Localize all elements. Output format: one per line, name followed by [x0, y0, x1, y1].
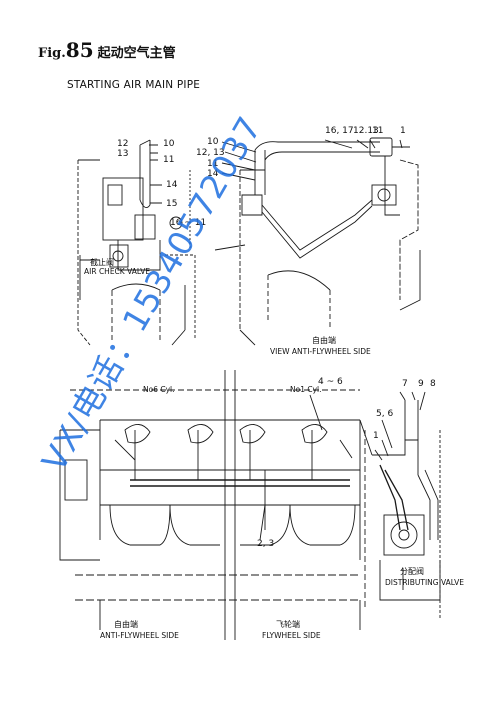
air-check-valve-en: AIR CHECK VALVE [84, 267, 151, 276]
valve-body [102, 177, 144, 241]
callout-15: 15 [166, 199, 178, 209]
figure-prefix: Fig. [38, 46, 66, 61]
view-caption-zh: 自由端 [312, 336, 336, 345]
anti-flywheel-en: ANTI-FLYWHEEL SIDE [100, 631, 179, 640]
callout-circle [169, 216, 183, 230]
view-caption-en: VIEW ANTI-FLYWHEEL SIDE [270, 347, 371, 356]
callout-11-top: 11 [372, 126, 384, 136]
callout-10: 10 [163, 139, 175, 149]
distributing-valve-en: DISTRIBUTING VALVE [385, 578, 464, 587]
callout-10-right: 10 [207, 137, 219, 147]
bottom-right-view [359, 391, 441, 620]
callout-12: 12 [117, 139, 129, 149]
flywheel-zh: 飞轮端 [276, 620, 300, 629]
callout-16-17: 16, 17 [325, 126, 354, 136]
figure-title-zh: 起动空气主管 [97, 46, 176, 61]
air-check-valve-zh: 截止阀 [90, 258, 114, 267]
top-left-view [77, 139, 196, 346]
callout-2-3: 2, 3 [257, 539, 275, 549]
callout-14-right: 14 [207, 169, 219, 179]
callout-1-top: 1 [400, 126, 406, 136]
flywheel-en: FLYWHEEL SIDE [262, 631, 321, 640]
no6-cyl-label: No6 Cyl. [143, 385, 175, 394]
figure-number: 85 [65, 38, 94, 62]
callout-16-11: 16 ~ 11 [170, 218, 207, 228]
callout-12-13-right: 12, 13 [196, 148, 225, 158]
distributing-valve-body [383, 514, 425, 556]
callout-9: 9 [418, 379, 424, 389]
bottom-side-view [59, 370, 361, 640]
no1-cyl-label: No1 Cyl. [290, 385, 322, 394]
callout-4-6: 4 ~ 6 [318, 377, 343, 387]
callout-8: 8 [430, 379, 436, 389]
callout-7: 7 [402, 379, 408, 389]
callout-5-6: 5, 6 [376, 409, 394, 419]
callout-1-bottom: 1 [373, 431, 379, 441]
top-right-view [214, 137, 421, 346]
valve-heads [124, 424, 328, 444]
callout-13: 13 [117, 149, 129, 159]
callout-14: 14 [166, 180, 178, 190]
callout-11: 11 [163, 155, 175, 165]
callout-11-right: 11 [207, 159, 219, 169]
distributing-valve-zh: 分配阀 [400, 567, 424, 576]
figure-title-en: STARTING AIR MAIN PIPE [67, 79, 201, 91]
callout-12-13-top: 12.13 [353, 126, 379, 136]
anti-flywheel-zh: 自由端 [114, 620, 138, 629]
